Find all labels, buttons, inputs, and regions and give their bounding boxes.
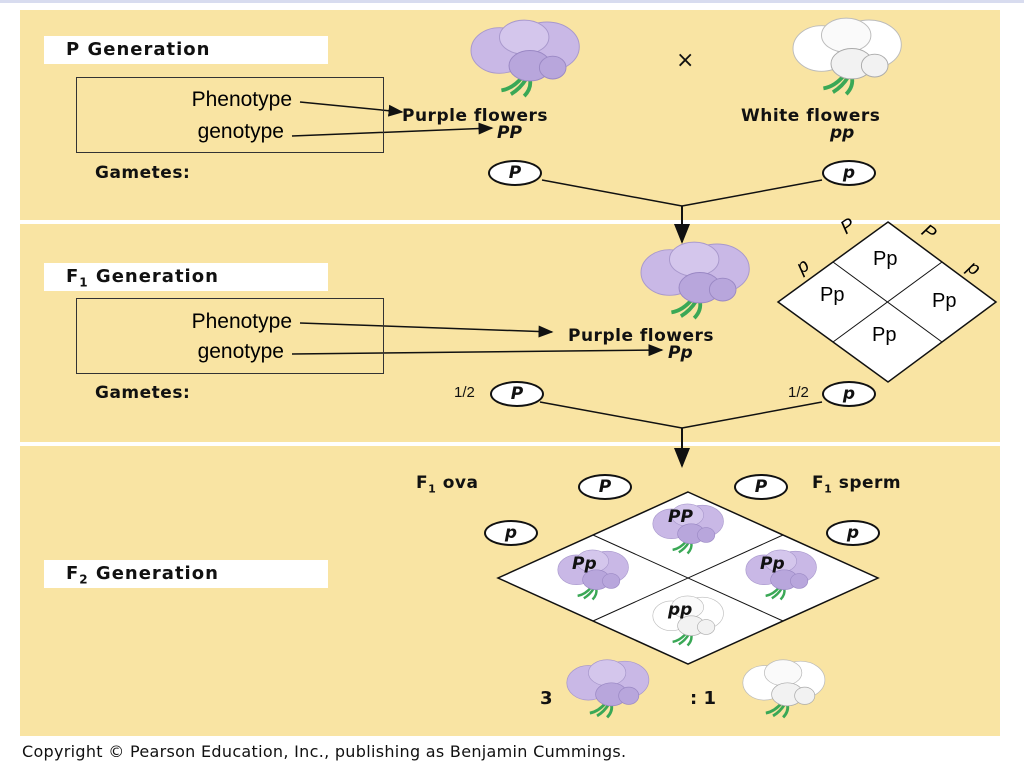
f2-cell-left-genotype: Pp — [572, 554, 597, 574]
cross-symbol: × — [676, 48, 695, 73]
p-gametes-label: Gametes: — [95, 163, 191, 183]
purple-flower-parent — [469, 18, 582, 98]
white-flower-parent — [791, 16, 904, 96]
ratio-white-flower — [741, 658, 827, 719]
f2-cell-right-genotype: Pp — [760, 554, 785, 574]
f2-generation-label: F2 Generation — [44, 560, 328, 588]
parent1-phenotype: Purple flowers — [402, 106, 549, 126]
small-punnett-cell-top: Pp — [873, 248, 898, 270]
f1-phenotype-label: Phenotype — [191, 310, 292, 333]
small-punnett-cell-right: Pp — [932, 290, 957, 312]
top-border — [0, 0, 1024, 3]
p-genotype-label: genotype — [197, 120, 284, 143]
parent2-phenotype: White flowers — [741, 106, 881, 126]
ratio-purple-count: 3 — [540, 688, 553, 709]
p-gamete-parent2: p — [822, 160, 876, 186]
f1-ova-label: F1 ova — [416, 473, 479, 496]
f2-cell-top-genotype: PP — [668, 507, 693, 527]
f1-phenotype: Purple flowers — [568, 326, 715, 346]
purple-flower-f1 — [639, 240, 752, 321]
f2-ova-allele-p: p — [484, 520, 538, 546]
p-generation-label: P Generation — [44, 36, 328, 64]
small-punnett-cell-left: Pp — [820, 284, 845, 306]
p-phenotype-label: Phenotype — [191, 88, 292, 111]
small-punnett-cell-bottom: Pp — [872, 324, 897, 346]
f2-sperm-allele-P: P — [734, 474, 788, 500]
f1-annotation-box — [76, 298, 384, 374]
f2-ova-allele-P: P — [578, 474, 632, 500]
f1-genotype: Pp — [668, 343, 693, 363]
parent1-genotype: PP — [497, 123, 522, 143]
f1-genotype-label: genotype — [197, 340, 284, 363]
f1-gamete-right-fraction: 1/2 — [788, 384, 809, 401]
p-annotation-box — [76, 77, 384, 153]
f1-gamete-left-fraction: 1/2 — [454, 384, 475, 401]
ratio-purple-flower — [565, 658, 651, 719]
p-gamete-parent1: P — [488, 160, 542, 186]
f1-gamete-left: P — [490, 381, 544, 407]
f2-cell-bottom-genotype: pp — [668, 600, 693, 620]
f1-gamete-right: p — [822, 381, 876, 407]
f1-generation-label: F1 Generation — [44, 263, 328, 291]
parent2-genotype: pp — [830, 123, 855, 143]
f1-gametes-label: Gametes: — [95, 383, 191, 403]
ratio-white-count: : 1 — [690, 688, 716, 709]
f2-sperm-allele-p: p — [826, 520, 880, 546]
f1-sperm-label: F1 sperm — [812, 473, 902, 496]
copyright-notice: Copyright © Pearson Education, Inc., pub… — [22, 742, 627, 761]
